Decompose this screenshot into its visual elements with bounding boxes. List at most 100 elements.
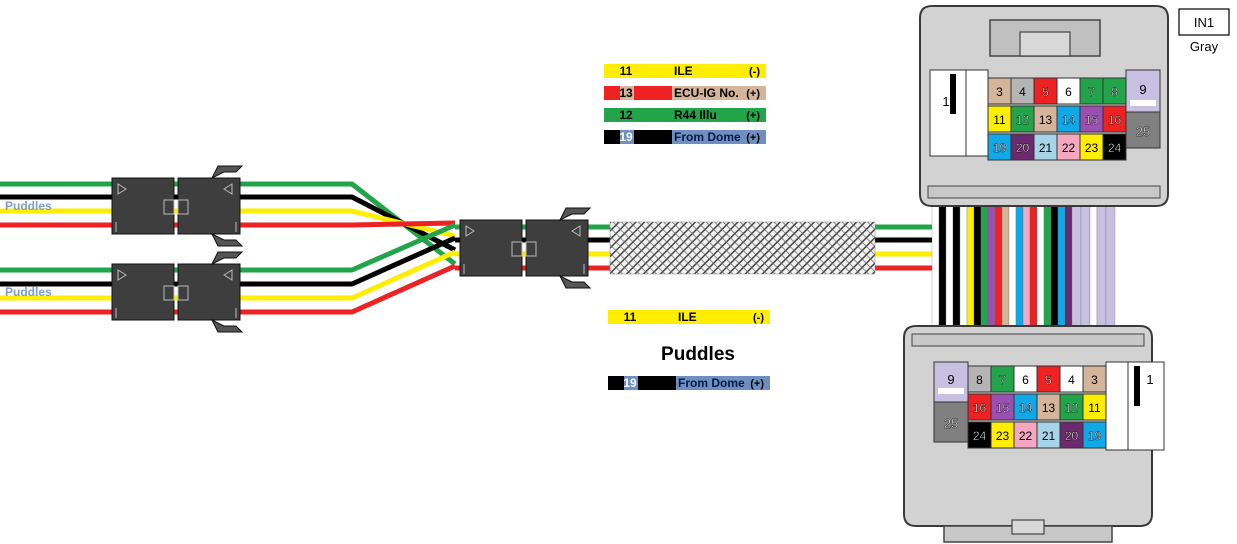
bottom-connector-pin-label-23: 23	[996, 429, 1010, 443]
top-legend-row-0	[604, 64, 766, 78]
top-connector-pin-9-label: 9	[1139, 82, 1146, 97]
bottom-connector-pin-label-7: 7	[999, 373, 1006, 387]
bottom-connector-pin-label-6: 6	[1022, 373, 1029, 387]
top-connector-pin-label-14: 14	[1062, 113, 1076, 127]
inline-connector-upper	[111, 165, 244, 247]
harness-wire-23	[1096, 194, 1107, 336]
bottom-connector-pin-9	[933, 361, 969, 403]
bottom-connector-pin-1-blade	[1134, 366, 1140, 406]
inline-connector-middle-latch-top	[558, 207, 592, 222]
inline-connector-upper-key-left	[163, 199, 175, 215]
top-connector-latch	[1019, 31, 1071, 57]
harness-wire-7	[980, 194, 989, 336]
inline-connector-upper-latch-top	[210, 165, 244, 180]
harness-wire-4	[959, 194, 968, 336]
bottom-connector-pin-1-label: 1	[1146, 372, 1153, 387]
bottom-legend-pol-0: (-)	[753, 312, 764, 324]
connector-id-box: IN1 Gray	[1178, 8, 1230, 54]
top-connector-pin-label-3: 3	[996, 85, 1003, 99]
inline-connector-middle-right-body	[525, 219, 589, 277]
top-legend-pol-2: (+)	[746, 110, 760, 122]
inline-connector-middle	[459, 207, 592, 289]
top-legend-swatch-2	[604, 108, 620, 122]
top-connector-pin-9-blade	[1130, 100, 1156, 106]
top-legend-swatch-0	[604, 64, 620, 78]
top-connector-pin-1-cell	[929, 69, 967, 157]
bottom-legend-row-0	[608, 310, 770, 324]
top-connector-pin-label-24: 24	[1108, 141, 1122, 155]
harness-wire-0	[931, 194, 940, 336]
bottom-legend-title: Puddles	[661, 344, 735, 365]
inline-connector-middle-arrow-right	[571, 225, 581, 237]
bottom-connector-pin-label-21: 21	[1042, 429, 1056, 443]
harness-wire-12	[1015, 194, 1024, 336]
top-connector-pin-label-5: 5	[1042, 85, 1049, 99]
inline-connector-upper-latch-bottom	[210, 232, 244, 247]
harness-wire-21	[1080, 194, 1091, 336]
bottom-connector-blank-col	[1105, 361, 1129, 451]
bottom-connector-pin-label-22: 22	[1019, 429, 1033, 443]
inline-connector-lower-arrow-right	[223, 269, 233, 281]
bottom-connector-top-lip	[911, 333, 1145, 347]
connector-id: IN1	[1194, 15, 1214, 30]
top-connector-pin-label-12: 12	[1016, 113, 1030, 127]
top-legend-pin-0: 11	[620, 64, 633, 78]
top-legend-name-2: R44 Illu	[674, 108, 717, 122]
bottom-legend-swatch-ext-1	[638, 376, 676, 390]
puddles-label-1: Puddles	[5, 199, 52, 213]
bottom-connector-pin-label-19: 19	[1088, 429, 1102, 443]
top-legend-swatch-3	[604, 130, 620, 144]
puddles-label-2: Puddles	[5, 285, 52, 299]
harness-wire-11	[1008, 194, 1017, 336]
top-connector-pin-label-13: 13	[1039, 113, 1053, 127]
top-connector-pin-label-4: 4	[1019, 85, 1026, 99]
inline-connector-middle-key-left	[511, 241, 523, 257]
wire-loom	[609, 221, 876, 275]
harness-wire-18	[1057, 194, 1066, 336]
inline-connector-lower-arrow-left	[117, 269, 127, 281]
top-legend-pol-1: (+)	[746, 88, 760, 100]
inline-connector-lower-key-left	[163, 285, 175, 301]
bottom-legend-pol-1: (+)	[750, 378, 764, 390]
bottom-legend-pin-0: 11	[624, 310, 637, 324]
bottom-connector-pin-label-14: 14	[1019, 401, 1033, 415]
harness-wire-20	[1071, 194, 1082, 336]
harness-wire-17	[1050, 194, 1059, 336]
top-connector-pin-label-7: 7	[1088, 85, 1095, 99]
top-connector-pin-1-label: 1	[942, 94, 949, 109]
bottom-connector-pin-label-24: 24	[973, 429, 987, 443]
top-connector-pin-label-19: 19	[993, 141, 1007, 155]
top-connector-pin-label-20: 20	[1016, 141, 1030, 155]
top-connector-pin-label-16: 16	[1108, 113, 1122, 127]
bottom-connector-latch	[1011, 519, 1045, 535]
harness-wire-13	[1022, 194, 1031, 336]
bottom-legend-pin-1: 19	[623, 376, 637, 390]
top-legend-pin-2: 12	[619, 108, 633, 122]
top-connector-pin-label-8: 8	[1111, 85, 1118, 99]
top-connector-pin-label-11: 11	[993, 113, 1006, 127]
bottom-legend-swatch-1	[608, 376, 624, 390]
bottom-connector-pin-label-8: 8	[976, 373, 983, 387]
inline-connector-upper-right-body	[177, 177, 241, 235]
top-legend-pin-1: 13	[619, 86, 633, 100]
top-connector-bottom-lip	[927, 185, 1161, 199]
top-legend-swatch-1	[604, 86, 620, 100]
top-connector-pin-1-blade	[950, 74, 956, 114]
bottom-connector-pin-label-13: 13	[1042, 401, 1056, 415]
inline-connector-middle-key-right	[525, 241, 537, 257]
top-connector-pin-label-6: 6	[1065, 85, 1072, 99]
harness-wire-3	[952, 194, 961, 336]
top-connector-pin-25	[1125, 111, 1161, 149]
bottom-legend-name-1: From Dome	[678, 376, 745, 390]
connector-color-name: Gray	[1190, 39, 1219, 54]
top-legend-name-1: ECU-IG No.	[674, 86, 739, 100]
inline-connector-lower-latch-bottom	[210, 318, 244, 333]
top-legend-swatch-ext-1	[634, 86, 672, 100]
inline-connector-middle-arrow-left	[465, 225, 475, 237]
harness-wire-24	[1105, 194, 1116, 336]
inline-connector-lower	[111, 251, 244, 333]
